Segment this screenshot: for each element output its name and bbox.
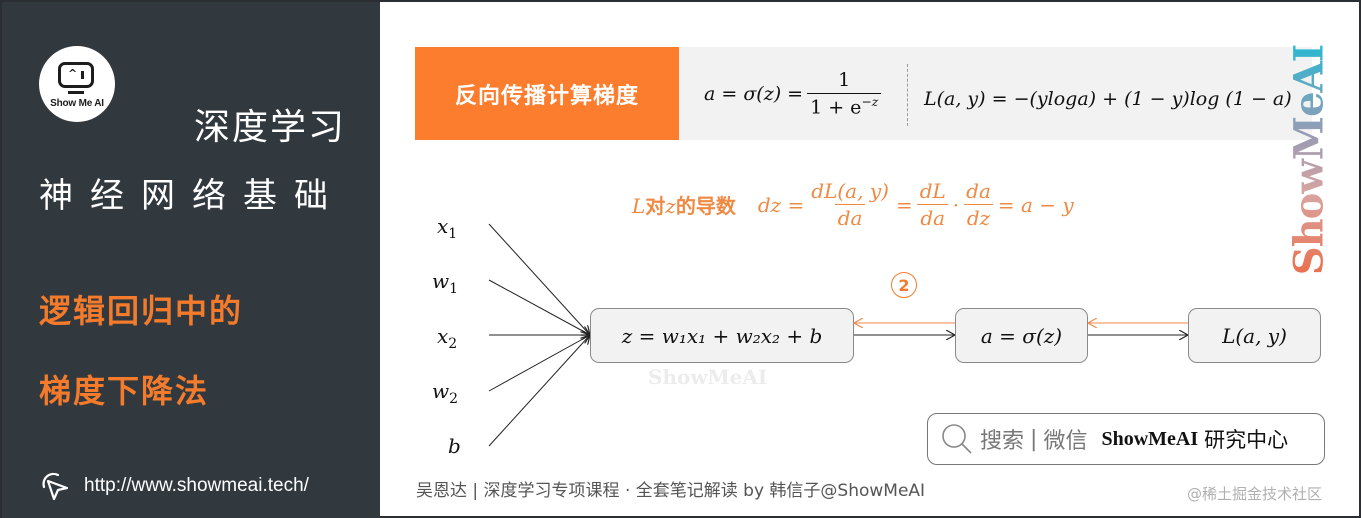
input-x2: x2 (437, 324, 458, 352)
formula-divider (907, 64, 908, 126)
brand-suffix: 研究中心 (1204, 428, 1289, 452)
source-watermark: @稀土掘金技术社区 (1187, 485, 1323, 503)
wechat-label: 微信 (1043, 429, 1088, 454)
input-x1: x1 (437, 214, 458, 242)
robot-screen-icon: ^ (58, 62, 94, 88)
center-watermark: ShowMeAI (648, 365, 768, 389)
showmeai-logo: ^ Show Me AI (39, 46, 115, 122)
derivative-label: L对z的导数 (632, 194, 736, 218)
sidebar: ^ Show Me AI 深度学习 神经网络基础 逻辑回归中的 梯度下降法 ht… (2, 2, 380, 518)
linear-node: z = w₁x₁ + w₂x₂ + b (590, 308, 854, 363)
input-w1: w1 (432, 269, 459, 297)
course-title: 深度学习 (194, 107, 347, 148)
formula-bar (679, 47, 1312, 140)
cursor-click-icon (42, 472, 69, 501)
loss-formula: L(a, y) = −(yloga) + (1 − y)log (1 − a) (924, 88, 1292, 110)
input-b: b (448, 434, 461, 458)
sigmoid-formula: a = σ(z) = 1 1 + e−z (704, 70, 885, 118)
footer-credit: 吴恩达 | 深度学习专项课程 · 全套笔记解读 by 韩信子@ShowMeAI (416, 481, 926, 501)
search-label: 搜索 (980, 429, 1025, 454)
activation-node: a = σ(z) (955, 308, 1088, 363)
step-marker: 2 (891, 272, 917, 298)
topic-title-line2: 梯度下降法 (39, 372, 210, 410)
wechat-search-box[interactable]: 搜索 | 微信 ShowMeAI 研究中心 (927, 413, 1325, 465)
search-separator: | (1030, 426, 1038, 452)
website-link[interactable]: http://www.showmeai.tech/ (38, 470, 309, 502)
input-w2: w2 (432, 379, 459, 407)
search-icon (942, 424, 972, 454)
chapter-title: 神经网络基础 (39, 176, 345, 216)
brand-name: ShowMeAI (1101, 427, 1199, 450)
loss-node: L(a, y) (1188, 308, 1321, 363)
robot-stand-icon (68, 91, 84, 94)
topic-title-line1: 逻辑回归中的 (39, 292, 244, 330)
logo-text: Show Me AI (50, 98, 104, 109)
section-label: 反向传播计算梯度 (415, 47, 679, 140)
website-url[interactable]: http://www.showmeai.tech/ (84, 475, 309, 496)
